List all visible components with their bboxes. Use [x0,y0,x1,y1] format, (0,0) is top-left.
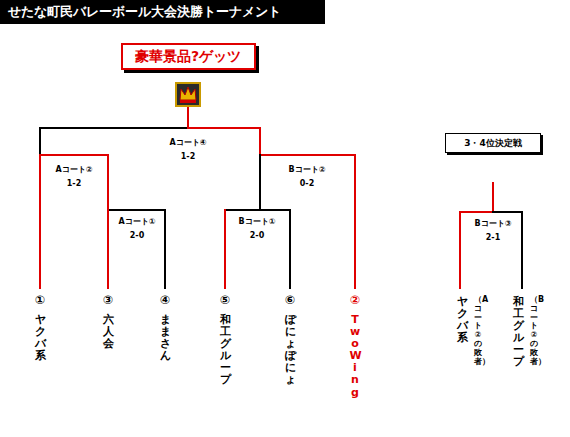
match-name: Aコート④ [170,137,207,148]
match-score: 2-0 [250,231,264,240]
seed-number: ① [35,293,45,307]
match-name: Aコート② [56,164,93,175]
match-score: 1-2 [67,179,81,188]
team-name: ヤクバ系 [35,314,46,362]
node-text: 3・4位決定戦 [464,137,522,150]
seed-number: ⑥ [285,293,295,307]
team-name: Two Wing [350,314,361,399]
match-name: Bコート② [289,164,326,175]
match-name: Bコート③ [475,218,512,229]
team-name: ぽにょぽにょ [285,314,296,387]
team-name: 六人会 [103,314,114,350]
prize-box: 豪華景品?ゲッツ [121,43,256,70]
match-score: 2-0 [130,231,144,240]
loser-note: （Bコート②の敗者） [530,296,538,366]
match-name: Bコート① [239,216,276,227]
bracket-title-box: 3・4位決定戦 [445,133,541,153]
match-score: 0-2 [300,179,314,188]
seed-number: ② [350,293,360,307]
seed-number: ④ [160,293,170,307]
seed-number: ⑤ [220,293,230,307]
team-name: 和工グループ [513,296,524,369]
title-text: せたな町民バレーボール大会決勝トーナメント [8,0,317,24]
loser-note: （Aコート②の敗者） [474,296,482,366]
title-bar: せたな町民バレーボール大会決勝トーナメント [0,0,325,24]
seed-number: ③ [103,293,113,307]
match-name: Aコート① [119,216,156,227]
node-text: 豪華景品?ゲッツ [135,48,241,66]
match-score: 2-1 [486,233,500,242]
team-name: ままさん [160,314,171,362]
team-name: 和工グループ [220,314,231,387]
crown-icon [176,83,200,106]
match-score: 1-2 [181,152,195,161]
team-name: ヤクバ系 [457,296,468,344]
